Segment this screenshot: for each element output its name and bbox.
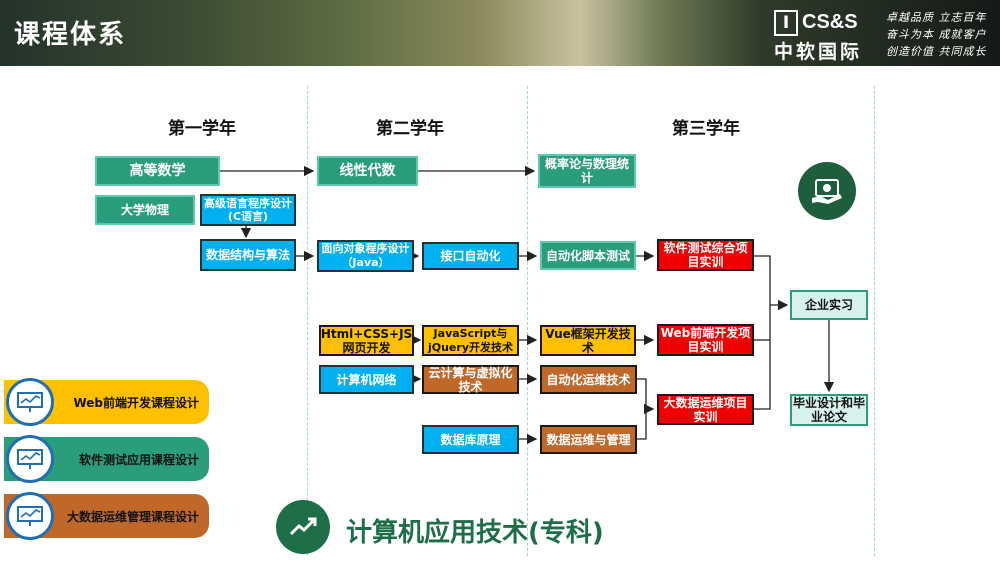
course-interface-automation: 接口自动化: [422, 242, 519, 270]
course-design-web: Web前端开发课程设计: [4, 378, 209, 426]
course-advanced-math: 高等数学: [95, 156, 220, 186]
stage-graduation: 毕业设计和毕业论文: [790, 394, 868, 426]
course-design-testing: 软件测试应用课程设计: [4, 435, 209, 483]
bracket-projects-to-internship: [754, 255, 771, 410]
column-divider: [874, 86, 875, 556]
column-divider: [527, 86, 528, 556]
logo-mark: I: [774, 10, 798, 36]
course-design-label: Web前端开发课程设计: [73, 395, 199, 410]
course-probability: 概率论与数理统计: [538, 154, 636, 188]
course-vue: Vue框架开发技术: [540, 325, 636, 356]
slogan-line-2: 奋斗为本 成就客户: [886, 28, 987, 41]
company-logo: I CS&S 中软国际: [774, 10, 874, 63]
course-c-programming: 高级语言程序设计(C语言): [200, 194, 296, 226]
hand-card-icon: [798, 162, 856, 220]
course-automated-ops: 自动化运维技术: [540, 365, 637, 394]
year-1-heading: 第一学年: [168, 119, 236, 139]
year-3-heading: 第三学年: [672, 119, 740, 139]
logo-chinese-name: 中软国际: [774, 41, 863, 63]
project-software-testing: 软件测试综合项目实训: [657, 239, 754, 271]
chart-board-icon: [6, 378, 54, 426]
year-2-heading: 第二学年: [376, 119, 444, 139]
program-title: 计算机应用技术(专科): [346, 518, 604, 548]
slogan-line-1: 卓越品质 立志百年: [886, 11, 987, 24]
trend-icon: [276, 500, 330, 554]
slogan-line-3: 创造价值 共同成长: [886, 45, 987, 58]
column-divider: [307, 86, 308, 556]
project-bigdata-ops: 大数据运维项目实训: [657, 394, 754, 425]
header-banner: 课程体系 I CS&S 中软国际 卓越品质 立志百年 奋斗为本 成就客户 创造价…: [0, 0, 1000, 66]
page-title: 课程体系: [14, 20, 127, 50]
chart-board-icon: [6, 492, 54, 540]
course-data-ops: 数据运维与管理: [540, 425, 637, 454]
course-design-label: 软件测试应用课程设计: [78, 452, 199, 467]
course-database: 数据库原理: [422, 425, 519, 454]
course-oop-java: 面向对象程序设计（Java）: [317, 240, 414, 272]
course-automation-script-testing: 自动化脚本测试: [540, 241, 636, 270]
project-web-frontend: Web前端开发项目实训: [657, 324, 754, 356]
course-design-bigdata: 大数据运维管理课程设计: [4, 492, 209, 540]
course-javascript-jquery: JavaScript与jQuery开发技术: [422, 325, 519, 356]
course-data-structures: 数据结构与算法: [200, 239, 296, 271]
stage-internship: 企业实习: [790, 290, 868, 320]
course-university-physics: 大学物理: [95, 195, 195, 225]
course-linear-algebra: 线性代数: [317, 156, 418, 186]
chart-board-icon: [6, 435, 54, 483]
course-cloud-virtualization: 云计算与虚拟化技术: [422, 365, 519, 394]
course-design-label: 大数据运维管理课程设计: [66, 509, 199, 524]
logo-text: CS&S: [802, 11, 858, 33]
course-computer-network: 计算机网络: [319, 365, 414, 394]
bracket-ops-to-bigdata: [637, 378, 647, 440]
course-html-css-js: Html+CSS+JS网页开发: [319, 325, 414, 356]
